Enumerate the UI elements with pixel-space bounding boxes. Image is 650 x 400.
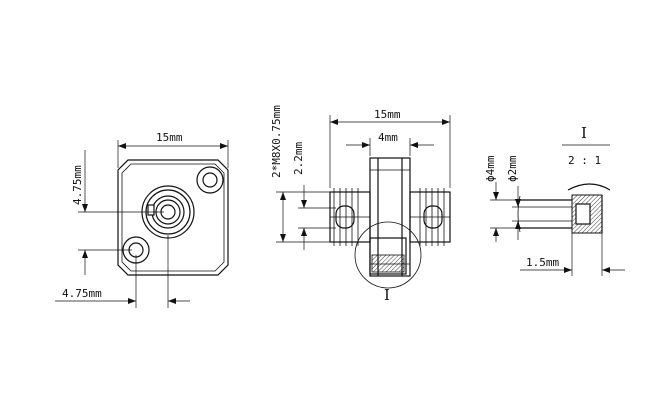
- vertical-offset-label: 4.75mm: [71, 165, 84, 205]
- dimension-horizontal-offset: 4.75mm: [55, 235, 190, 308]
- dimension-overall-length: 15mm: [329, 108, 451, 188]
- detail-end-cap: [567, 183, 611, 234]
- flange-label: 4mm: [378, 131, 398, 144]
- front-view: 15mm 4.75mm 4.75mm: [55, 131, 229, 308]
- detail-scale: 2 : 1: [568, 154, 601, 167]
- thread-label: 2*M8X0.75mm: [270, 105, 283, 178]
- width-label: 15mm: [156, 131, 183, 144]
- detail-circle: I: [354, 221, 422, 304]
- right-thread: [409, 188, 451, 246]
- dimension-width: 15mm: [117, 131, 229, 168]
- dimension-inner-diameter: ϕ2mm: [506, 155, 521, 240]
- overall-length-label: 15mm: [374, 108, 401, 121]
- detail-marker: I: [384, 286, 390, 304]
- dimension-vertical-offset: 4.75mm: [71, 150, 164, 275]
- detail-view: I 2 : 1 ϕ4mm: [484, 124, 625, 276]
- inner-diameter-label: ϕ2mm: [506, 155, 519, 182]
- dimension-thread: 2*M8X0.75mm: [270, 105, 330, 243]
- dimension-flange: 4mm: [346, 131, 434, 156]
- horizontal-offset-label: 4.75mm: [62, 287, 102, 300]
- dimension-height: 2.2mm: [292, 142, 336, 250]
- outer-diameter-label: ϕ4mm: [484, 155, 497, 182]
- detail-tube: [517, 195, 572, 233]
- detail-title: I: [581, 124, 587, 142]
- dimension-length: 1.5mm: [520, 233, 625, 276]
- side-view: I 15mm 4mm 2*M8X0.75mm: [270, 105, 451, 304]
- mounting-hole-top-right: [196, 166, 224, 194]
- flange-outline: [117, 159, 229, 276]
- length-label: 1.5mm: [526, 256, 559, 269]
- left-thread: [329, 188, 371, 246]
- height-label: 2.2mm: [292, 142, 305, 175]
